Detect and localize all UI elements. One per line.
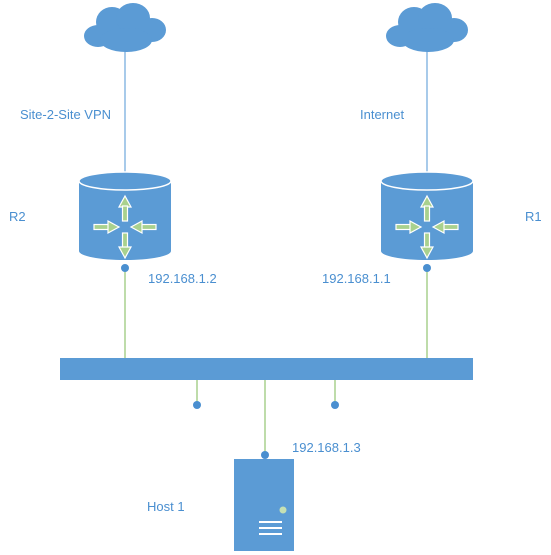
host-port <box>261 451 269 459</box>
router-r1-label: R1 <box>525 209 542 224</box>
bus-port-2 <box>331 401 339 409</box>
vpn-cloud-label: Site-2-Site VPN <box>20 107 111 122</box>
router-r2-label: R2 <box>9 209 26 224</box>
router-r2-icon <box>78 171 172 260</box>
switch-bus <box>60 358 473 380</box>
host-label: Host 1 <box>147 499 185 514</box>
internet-cloud-label: Internet <box>360 107 404 122</box>
vpn-cloud-icon <box>84 3 166 52</box>
ip-r2-label: 192.168.1.2 <box>148 271 217 286</box>
ip-r1-label: 192.168.1.1 <box>322 271 391 286</box>
internet-cloud-icon <box>386 3 468 52</box>
ip-host-label: 192.168.1.3 <box>292 440 361 455</box>
host-server-icon <box>234 459 294 551</box>
r2-port <box>121 264 129 272</box>
bus-port-1 <box>193 401 201 409</box>
r1-port <box>423 264 431 272</box>
router-r1-icon <box>380 171 474 260</box>
